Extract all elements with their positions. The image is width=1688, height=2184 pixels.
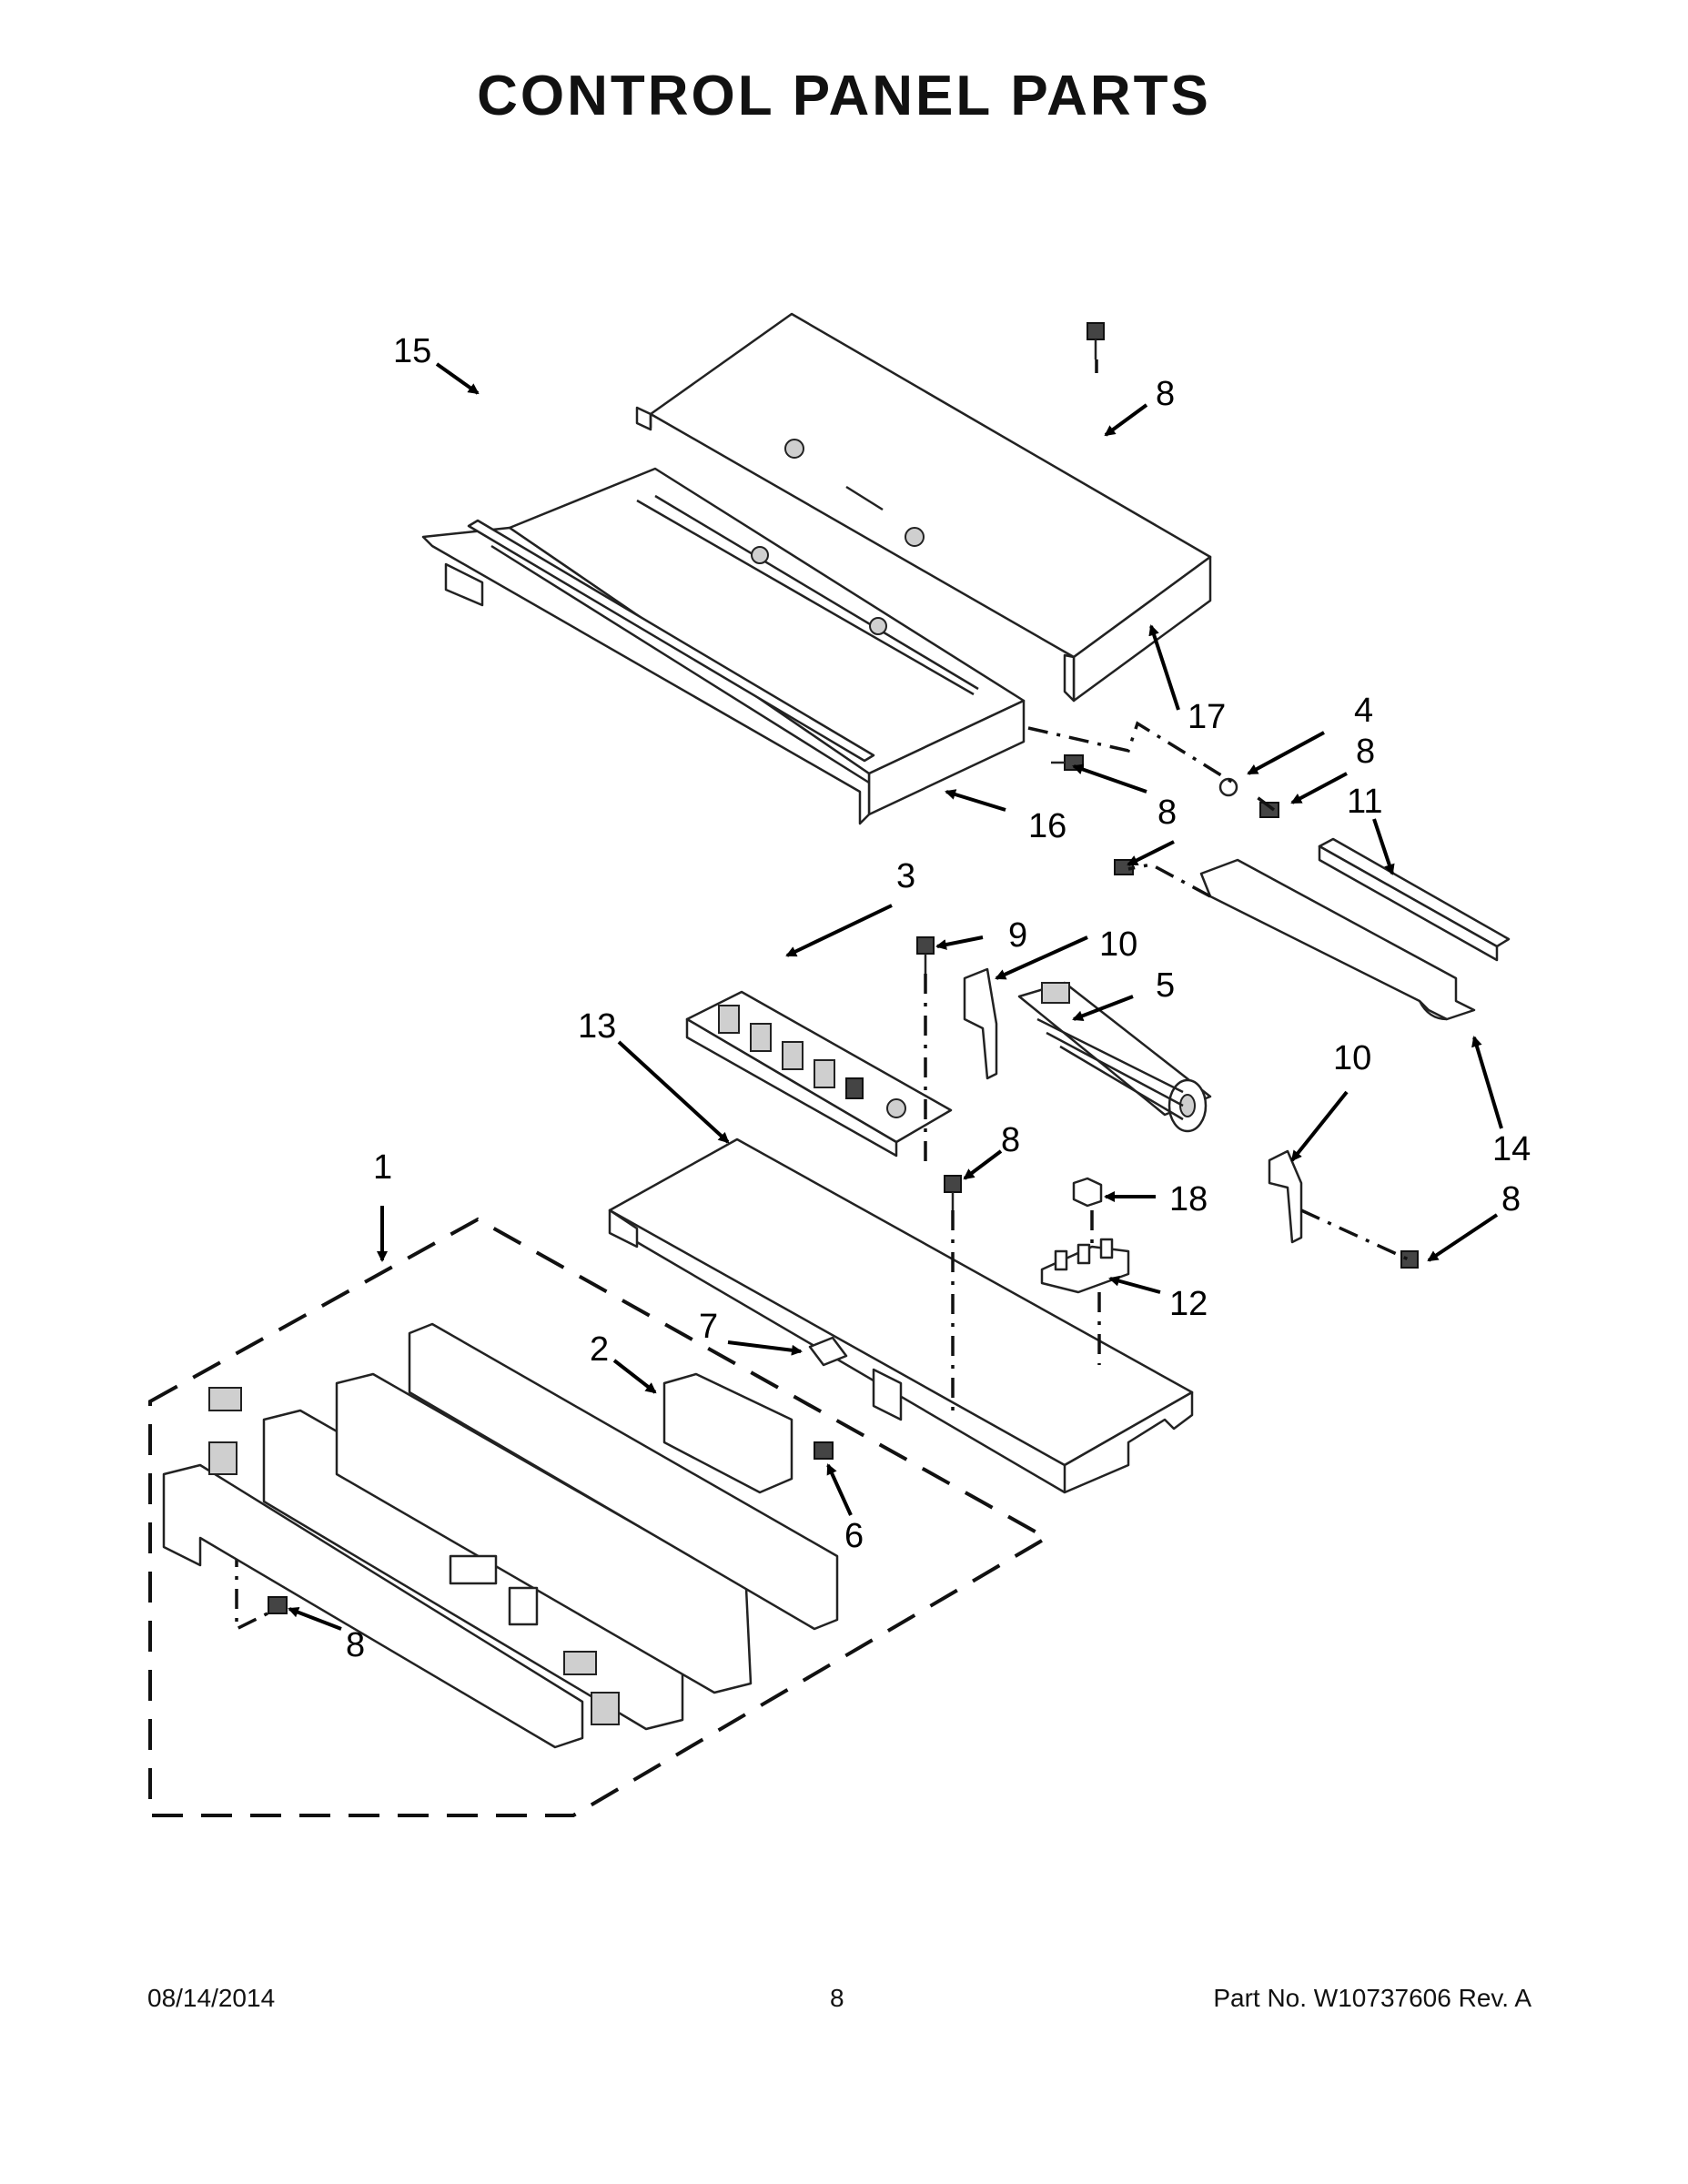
callout-8: 8 [1356,733,1375,771]
callout-8: 8 [1157,794,1177,832]
callout-8: 8 [1156,375,1175,413]
callout-8: 8 [1001,1121,1020,1159]
part-17-upper-cover [635,312,1212,703]
callout-5: 5 [1156,966,1175,1005]
callout-6: 6 [844,1517,864,1555]
callout-12: 12 [1169,1285,1208,1323]
callout-13: 13 [578,1007,616,1046]
callout-10: 10 [1099,925,1137,964]
callout-2: 2 [590,1330,609,1369]
part-3-control-board [685,990,953,1158]
callout-10: 10 [1333,1039,1371,1077]
callout-4: 4 [1354,692,1373,730]
callout-arrows [288,362,1503,1631]
part-12-terminal-block [1040,1238,1130,1294]
callout-3: 3 [896,857,915,895]
part-15-strip [467,519,875,763]
callout-18: 18 [1169,1180,1208,1218]
footer-page-number: 8 [830,1984,844,2012]
callout-14: 14 [1492,1130,1531,1168]
part-5-cooling-fan [1017,981,1212,1133]
callout-16: 16 [1028,807,1066,845]
callout-15: 15 [393,332,431,370]
callout-17: 17 [1188,698,1226,736]
part-1-control-panel [162,1322,839,1749]
part-10-bracket-a [963,967,998,1080]
callout-11: 11 [1347,783,1382,821]
part-16-control-box [421,467,1026,825]
part-18-nut [1072,1177,1103,1208]
callout-7: 7 [699,1308,718,1346]
part-2-ui-board [662,1372,793,1494]
connection-line [235,359,1411,1632]
callout-8: 8 [1501,1180,1521,1218]
callout-1: 1 [373,1148,392,1187]
part-13-base-tray [608,1138,1194,1494]
footer-date: 08/14/2014 [147,1984,276,2012]
part-10-bracket-b [1268,1149,1303,1244]
page-title: CONTROL PANEL PARTS [477,65,1211,127]
callout-labels: 8 15 17 4 8 11 16 8 3 9 10 5 13 10 8 14 … [346,332,1531,1664]
part-1-control-panel-outline [148,1217,1051,1817]
footer-part-number: Part No. W10737606 Rev. A [1213,1984,1531,2012]
callout-8: 8 [346,1626,365,1664]
part-7-clip [808,1336,848,1367]
callout-9: 9 [1008,916,1027,955]
part-14-bracket [1199,858,1476,1021]
